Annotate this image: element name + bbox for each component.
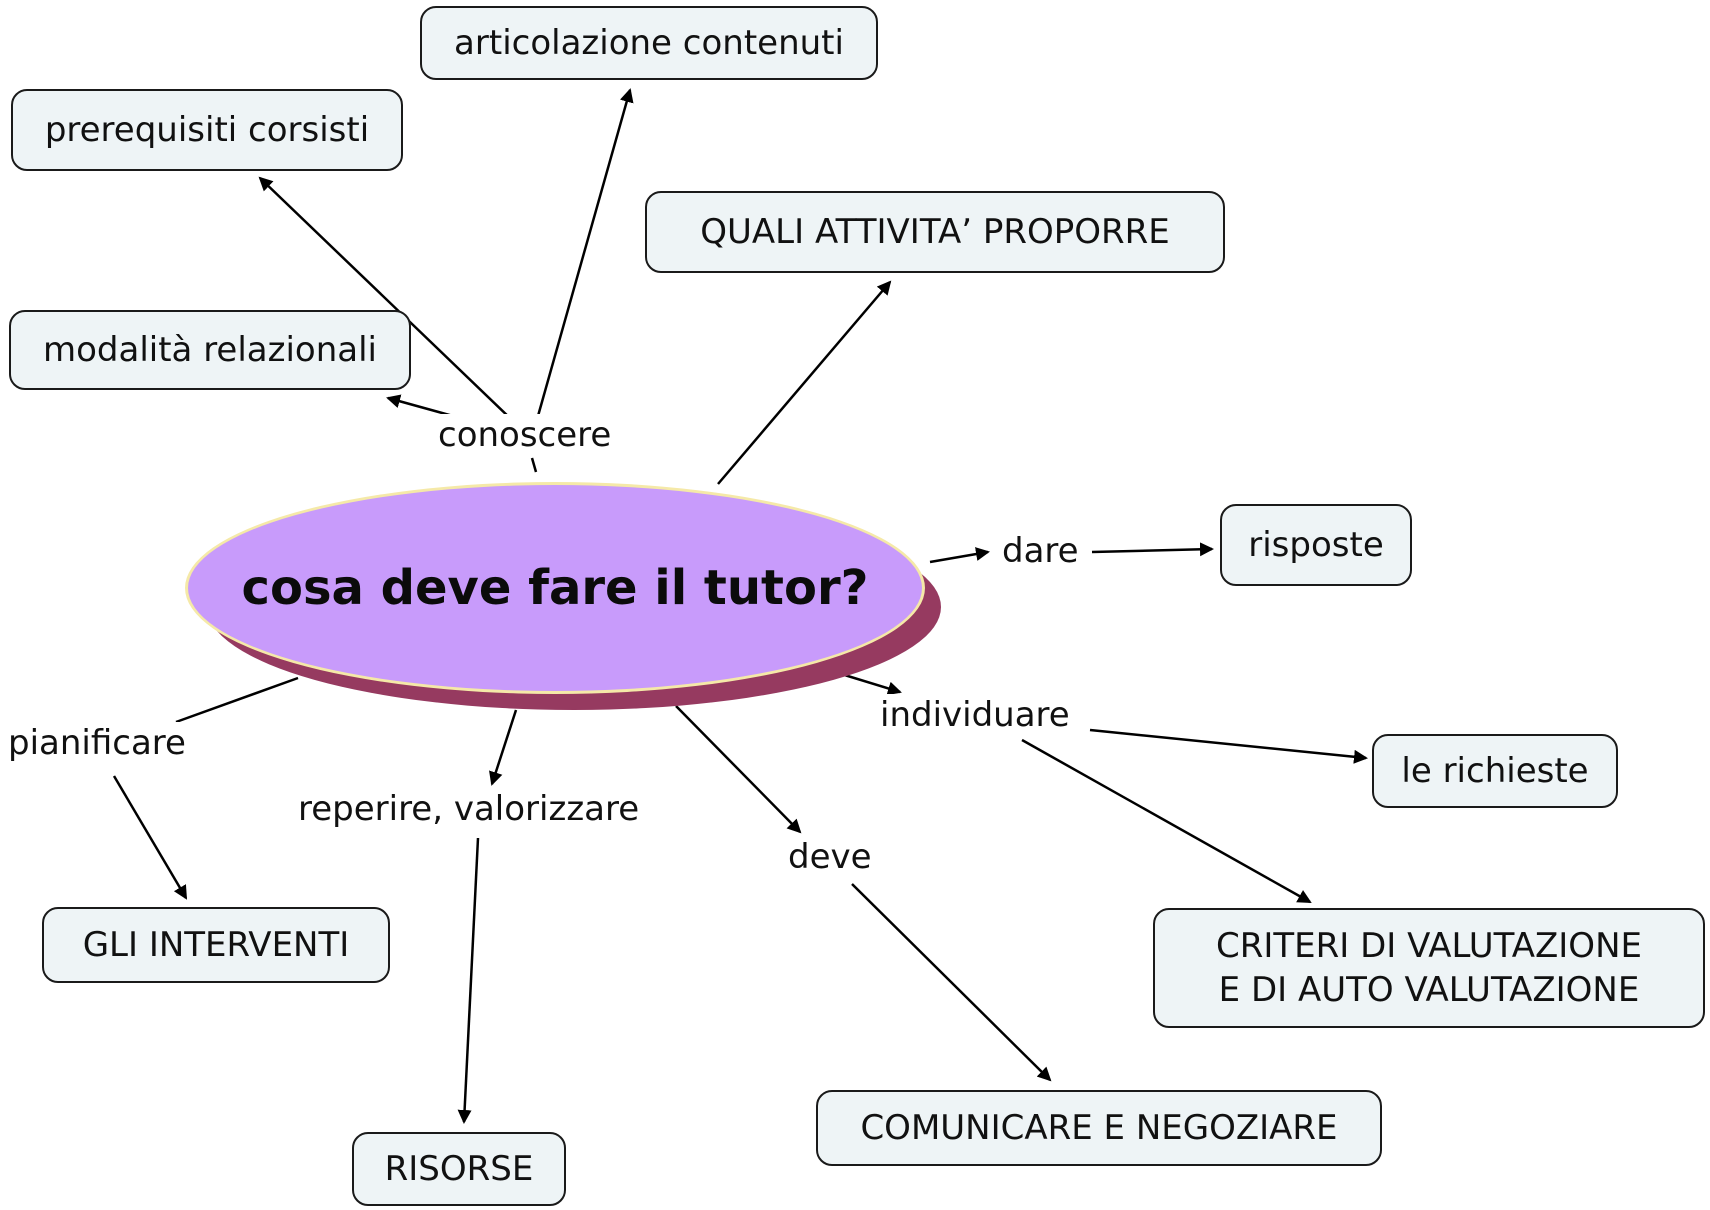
link-individuare: individuare: [874, 694, 1076, 736]
arrow-to-modalita: [386, 394, 454, 418]
concept-label: prerequisiti corsisti: [44, 110, 370, 150]
concept-modalita-relazionali[interactable]: modalità relazionali: [9, 310, 411, 390]
concept-label: le richieste: [1401, 751, 1589, 791]
link-conoscere: conoscere: [432, 414, 618, 456]
concept-label: QUALI ATTIVITA’ PROPORRE: [700, 212, 1170, 252]
connector-center-pianificare: [175, 676, 299, 724]
concept-prerequisiti-corsisti[interactable]: prerequisiti corsisti: [11, 89, 403, 171]
concept-label-line2: E DI AUTO VALUTAZIONE: [1218, 970, 1640, 1010]
link-pianificare: pianificare: [2, 722, 192, 764]
arrow-to-articolazione: [536, 88, 634, 417]
arrow-to-risposte: [1091, 542, 1214, 557]
concept-articolazione-contenuti[interactable]: articolazione contenuti: [420, 6, 878, 80]
arrow-to-comunicare: [851, 883, 1052, 1082]
concept-label: COMUNICARE E NEGOZIARE: [860, 1108, 1338, 1148]
concept-comunicare-negoziare[interactable]: COMUNICARE E NEGOZIARE: [816, 1090, 1382, 1166]
central-concept[interactable]: cosa deve fare il tutor?: [185, 482, 941, 710]
arrow-center-dare: [929, 547, 990, 564]
concept-label-line1: CRITERI DI VALUTAZIONE: [1216, 926, 1642, 966]
concept-label: RISORSE: [384, 1149, 534, 1189]
concept-label: modalità relazionali: [42, 330, 377, 370]
concept-quali-attivita-proporre[interactable]: QUALI ATTIVITA’ PROPORRE: [645, 191, 1225, 273]
central-concept-text: cosa deve fare il tutor?: [241, 560, 869, 616]
concept-criteri-valutazione[interactable]: CRITERI DI VALUTAZIONE E DI AUTO VALUTAZ…: [1153, 908, 1705, 1028]
arrow-center-deve: [675, 705, 802, 834]
concept-label: articolazione contenuti: [454, 23, 844, 63]
link-dare: dare: [996, 530, 1085, 572]
arrow-to-prerequisiti: [258, 176, 513, 421]
concept-label: GLI INTERVENTI: [82, 925, 350, 965]
link-reperire-valorizzare: reperire, valorizzare: [292, 788, 646, 830]
arrow-center-individuare: [837, 671, 902, 696]
arrow-to-risorse: [457, 837, 480, 1124]
concept-gli-interventi[interactable]: GLI INTERVENTI: [42, 907, 390, 983]
concept-label: risposte: [1248, 525, 1384, 565]
concept-le-richieste[interactable]: le richieste: [1372, 734, 1618, 808]
concept-risposte[interactable]: risposte: [1220, 504, 1412, 586]
arrow-to-quali-attivita: [717, 280, 892, 485]
connector-center-conoscere: [530, 457, 538, 473]
link-deve: deve: [782, 836, 878, 878]
central-concept-ellipse: cosa deve fare il tutor?: [185, 482, 925, 694]
arrow-to-criteri: [1021, 738, 1312, 904]
arrow-center-reperire: [489, 709, 518, 786]
arrow-to-interventi: [112, 775, 188, 900]
concept-risorse[interactable]: RISORSE: [352, 1132, 566, 1206]
arrow-to-richieste: [1089, 728, 1368, 764]
